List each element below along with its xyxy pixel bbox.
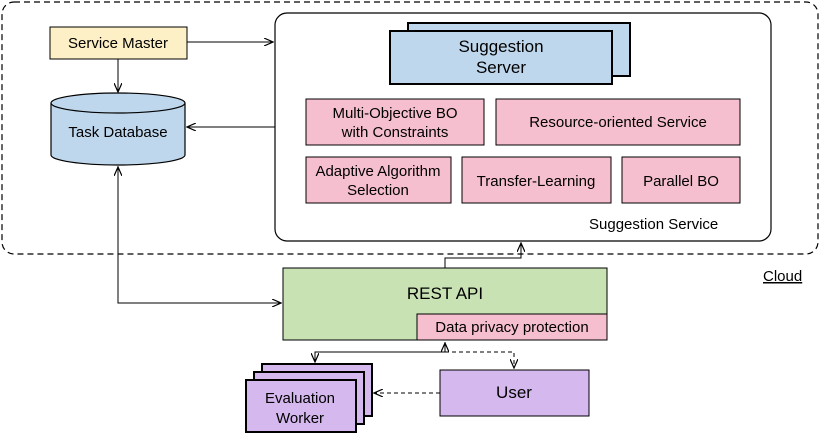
cloud-label: Cloud: [763, 268, 802, 285]
module-resource-service-label: Resource-oriented Service: [529, 114, 707, 131]
arrow-rest-api-to-user: [445, 351, 514, 368]
suggestion-server-line1: Suggestion: [458, 37, 543, 56]
task-database: Task Database: [50, 92, 186, 166]
module-resource-service: Resource-oriented Service: [495, 98, 741, 146]
module-mobo-line2: with Constraints: [341, 124, 449, 141]
suggestion-server-line2: Server: [476, 58, 526, 77]
user-label: User: [496, 383, 532, 402]
task-database-label: Task Database: [68, 124, 167, 141]
evaluation-worker-line1: Evaluation: [265, 390, 335, 407]
evaluation-worker-line2: Worker: [276, 410, 324, 427]
module-mobo: Multi-Objective BO with Constraints: [305, 98, 485, 146]
module-transfer-learning-label: Transfer-Learning: [477, 173, 596, 190]
evaluation-worker: Evaluation Worker: [245, 363, 373, 433]
arrow-rest-api-to-service: [444, 243, 521, 268]
rest-api: REST API Data privacy protection: [282, 267, 608, 341]
rest-api-label: REST API: [407, 284, 483, 303]
cloud-boundary: [1, 1, 819, 255]
module-adaptive-line1: Adaptive Algorithm: [315, 163, 440, 180]
service-master-label: Service Master: [68, 35, 168, 52]
suggestion-server: Suggestion Server: [389, 22, 631, 85]
privacy-label: Data privacy protection: [435, 319, 588, 336]
module-parallel-bo: Parallel BO: [621, 156, 741, 204]
module-adaptive-line2: Selection: [347, 182, 409, 199]
suggestion-service-label: Suggestion Service: [589, 216, 718, 233]
arrow-rest-api-to-worker: [315, 342, 446, 362]
module-parallel-bo-label: Parallel BO: [643, 173, 719, 190]
module-mobo-line1: Multi-Objective BO: [332, 105, 457, 122]
module-transfer-learning: Transfer-Learning: [461, 156, 612, 204]
arrow-database-rest-api: [117, 166, 281, 303]
user: User: [439, 369, 590, 417]
module-adaptive-algorithm: Adaptive Algorithm Selection: [305, 156, 452, 204]
service-master: Service Master: [49, 26, 188, 60]
privacy-box: [416, 313, 608, 341]
